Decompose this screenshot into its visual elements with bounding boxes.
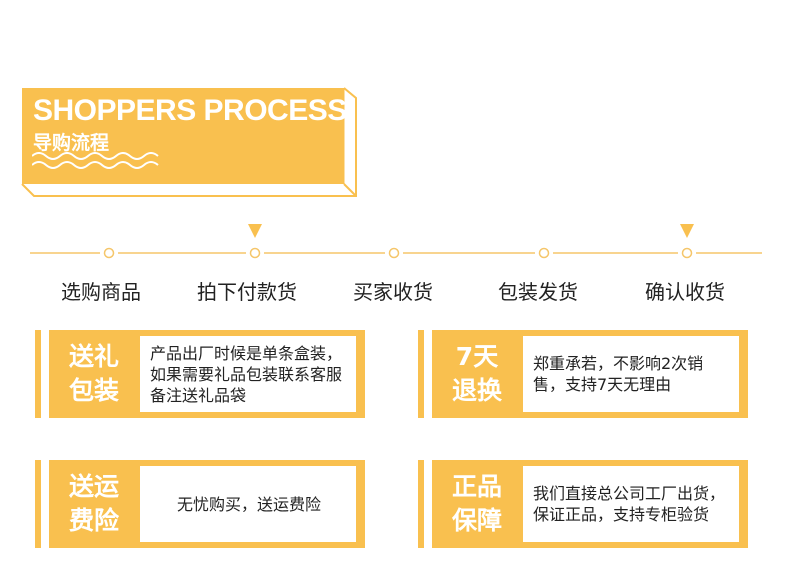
step-label-pay: 拍下付款货 [197, 280, 297, 304]
timeline-node [388, 247, 400, 259]
step-label-select: 选购商品 [61, 280, 141, 304]
page-title: SHOPPERS PROCESS [33, 94, 347, 127]
banner-frame [21, 87, 357, 197]
card-body: 正品 保障 我们直接总公司工厂出货，保证正品，支持专柜验货 [432, 460, 748, 548]
wave-decoration-icon [32, 152, 159, 169]
banner-background [22, 88, 344, 184]
card-edge [418, 460, 424, 548]
card-title: 正品 保障 [432, 466, 522, 542]
card-authentic-guarantee: 正品 保障 我们直接总公司工厂出货，保证正品，支持专柜验货 [418, 460, 754, 548]
timeline-line [30, 224, 762, 259]
card-body: 送礼 包装 产品出厂时候是单条盒装，如果需要礼品包装联系客服备注送礼品袋 [49, 330, 365, 418]
card-body: 7天 退换 郑重承若，不影响2次销售，支持7天无理由 [432, 330, 748, 418]
card-edge [35, 460, 41, 548]
card-title: 送礼 包装 [49, 336, 139, 412]
card-title-line: 保障 [451, 506, 502, 535]
timeline-node [103, 247, 115, 259]
card-title: 送运 费险 [49, 466, 139, 542]
card-shipping-insurance: 送运 费险 无忧购买，送运费险 [35, 460, 371, 548]
card-title-line: 7天 [455, 342, 499, 371]
card-title-line: 包装 [68, 376, 119, 405]
card-7day-return: 7天 退换 郑重承若，不影响2次销售，支持7天无理由 [418, 330, 754, 418]
triangle-down-icon [248, 224, 262, 238]
timeline-node [681, 247, 693, 259]
card-title-line: 退换 [451, 376, 502, 405]
card-description: 无忧购买，送运费险 [140, 466, 356, 542]
card-title-line: 送礼 [68, 342, 119, 371]
step-label-confirm: 确认收货 [645, 280, 725, 304]
card-description: 产品出厂时候是单条盒装，如果需要礼品包装联系客服备注送礼品袋 [140, 336, 356, 412]
step-label-buyer-receive: 买家收货 [353, 280, 433, 304]
timeline-node [538, 247, 550, 259]
card-title-line: 送运 [68, 472, 119, 501]
process-timeline: 选购商品 拍下付款货 买家收货 包装发货 确认收货 [0, 218, 790, 308]
triangle-down-icon [680, 224, 694, 238]
step-label-ship: 包装发货 [498, 280, 578, 304]
card-body: 送运 费险 无忧购买，送运费险 [49, 460, 365, 548]
page-subtitle: 导购流程 [33, 132, 110, 154]
card-edge [418, 330, 424, 418]
card-title: 7天 退换 [432, 336, 522, 412]
card-title-line: 费险 [68, 506, 119, 535]
card-gift-wrap: 送礼 包装 产品出厂时候是单条盒装，如果需要礼品包装联系客服备注送礼品袋 [35, 330, 371, 418]
timeline-node [249, 247, 261, 259]
card-title-line: 正品 [451, 472, 502, 501]
card-description: 我们直接总公司工厂出货，保证正品，支持专柜验货 [523, 466, 739, 542]
header-banner: SHOPPERS PROCESS 导购流程 [21, 87, 358, 198]
card-description: 郑重承若，不影响2次销售，支持7天无理由 [523, 336, 739, 412]
card-edge [35, 330, 41, 418]
